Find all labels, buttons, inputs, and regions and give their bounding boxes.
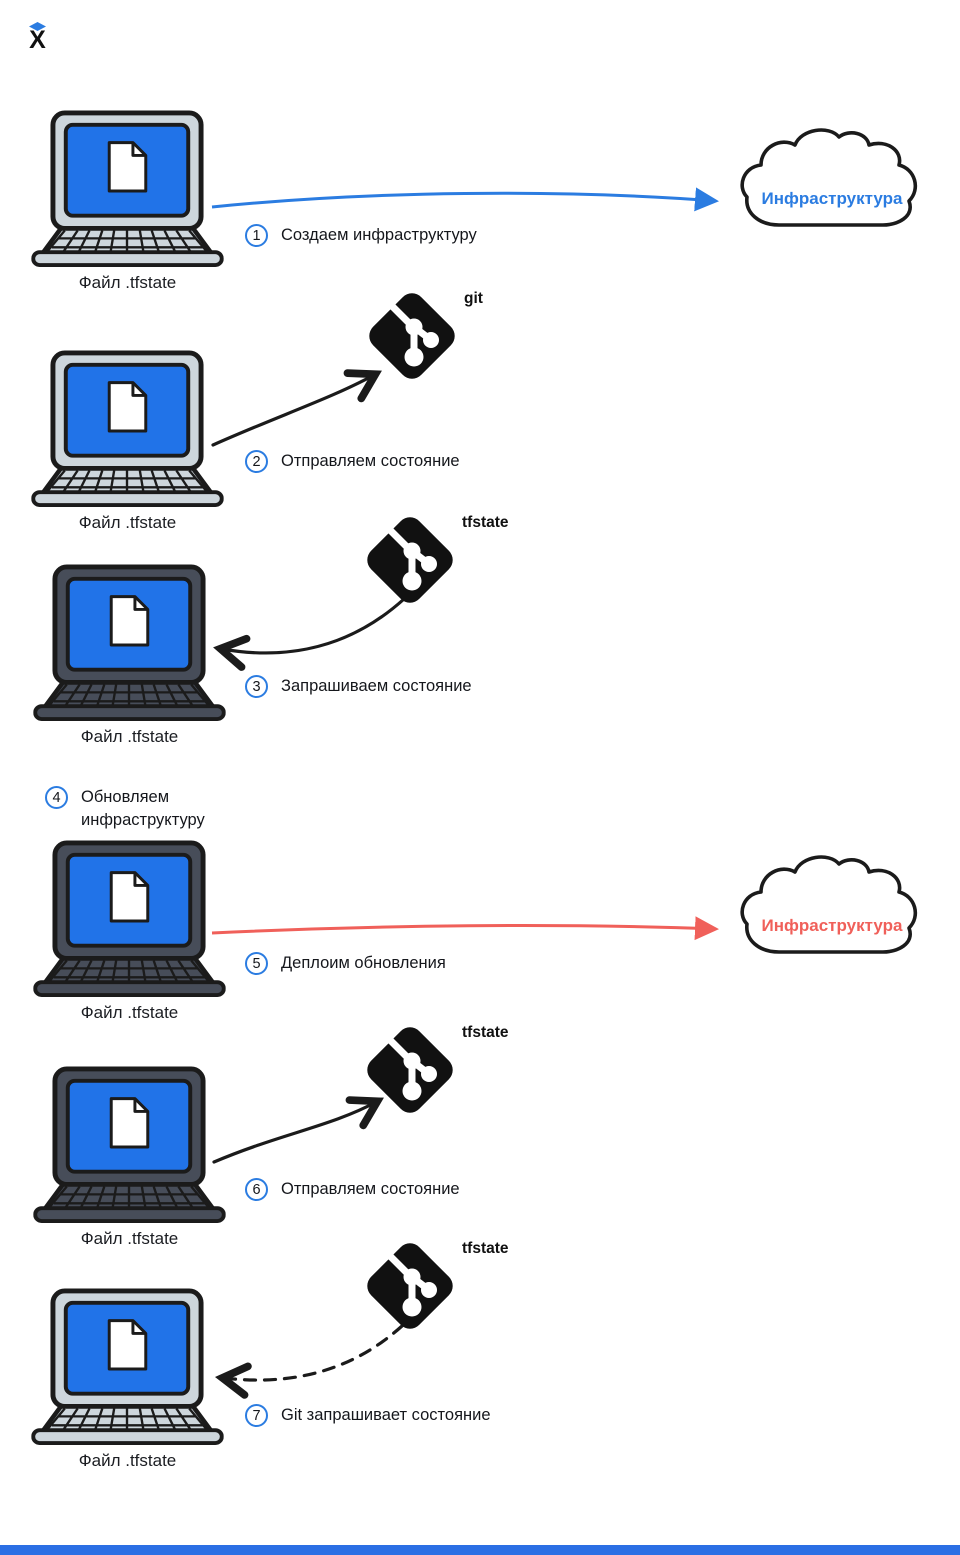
git-node-2: tfstate (360, 510, 509, 610)
git-node-4: tfstate (360, 1236, 509, 1336)
laptop-caption: Файл .tfstate (80, 727, 179, 746)
arrow-deploy-updates (211, 916, 719, 941)
step-label: Деплоим обновления (281, 954, 446, 972)
git-icon (360, 510, 460, 610)
laptop-6: Файл .tfstate (30, 1288, 225, 1471)
step-label: Отправляем состояние (281, 452, 460, 470)
laptop-icon (30, 1288, 225, 1446)
laptop-5: Файл .tfstate (32, 1066, 227, 1249)
cloud-label: Инфраструктура (761, 189, 903, 208)
footer-bar (0, 1545, 960, 1555)
laptop-icon (32, 840, 227, 998)
step-5: 5 Деплоим обновления (245, 952, 446, 975)
git-node-3: tfstate (360, 1020, 509, 1120)
laptop-icon (30, 110, 225, 268)
step-2: 2 Отправляем состояние (245, 450, 460, 473)
logo-diamond-icon (28, 22, 46, 31)
logo-x-glyph: X (29, 26, 46, 54)
laptop-caption: Файл .tfstate (80, 1229, 179, 1248)
step-number-badge: 2 (245, 450, 268, 473)
step-label: Отправляем состояние (281, 1180, 460, 1198)
step-number-badge: 4 (45, 786, 68, 809)
laptop-caption: Файл .tfstate (78, 273, 177, 292)
arrow-push-state-1 (211, 369, 382, 447)
git-icon (360, 1236, 460, 1336)
step-number-badge: 5 (245, 952, 268, 975)
step-1: 1 Создаем инфраструктуру (245, 224, 477, 247)
laptop-3: Файл .tfstate (32, 564, 227, 747)
step-label: Создаем инфраструктуру (281, 226, 477, 244)
cloud-icon (737, 852, 927, 964)
step-number-badge: 3 (245, 675, 268, 698)
git-node-1: git (362, 286, 483, 386)
step-label: Git запрашивает состояние (281, 1406, 491, 1424)
git-icon (362, 286, 462, 386)
cloud-infrastructure-1: Инфраструктура (737, 125, 927, 237)
step-label: Запрашиваем состояние (281, 677, 472, 695)
step-number-badge: 1 (245, 224, 268, 247)
step-label: Обновляем инфраструктуру (81, 788, 205, 829)
laptop-4: Файл .tfstate (32, 840, 227, 1023)
arrow-push-state-2 (212, 1096, 384, 1164)
laptop-icon (30, 350, 225, 508)
cloud-icon (737, 125, 927, 237)
arrow-create-infrastructure (211, 187, 719, 212)
git-node-label: tfstate (462, 514, 509, 531)
laptop-1: Файл .tfstate (30, 110, 225, 293)
git-node-label: tfstate (462, 1240, 509, 1257)
git-node-label: tfstate (462, 1024, 509, 1041)
step-6: 6 Отправляем состояние (245, 1178, 460, 1201)
git-node-label: git (464, 290, 483, 307)
laptop-caption: Файл .tfstate (80, 1003, 179, 1022)
step-7: 7 Git запрашивает состояние (245, 1404, 491, 1427)
cloud-infrastructure-2: Инфраструктура (737, 852, 927, 964)
step-3: 3 Запрашиваем состояние (245, 675, 472, 698)
laptop-caption: Файл .tfstate (78, 513, 177, 532)
laptop-2: Файл .tfstate (30, 350, 225, 533)
laptop-icon (32, 564, 227, 722)
cloud-label: Инфраструктура (761, 916, 903, 935)
laptop-icon (32, 1066, 227, 1224)
step-4: 4 Обновляем инфраструктуру (45, 786, 241, 832)
step-number-badge: 6 (245, 1178, 268, 1201)
hexlet-logo: X (26, 22, 48, 53)
git-icon (360, 1020, 460, 1120)
step-number-badge: 7 (245, 1404, 268, 1427)
laptop-caption: Файл .tfstate (78, 1451, 177, 1470)
